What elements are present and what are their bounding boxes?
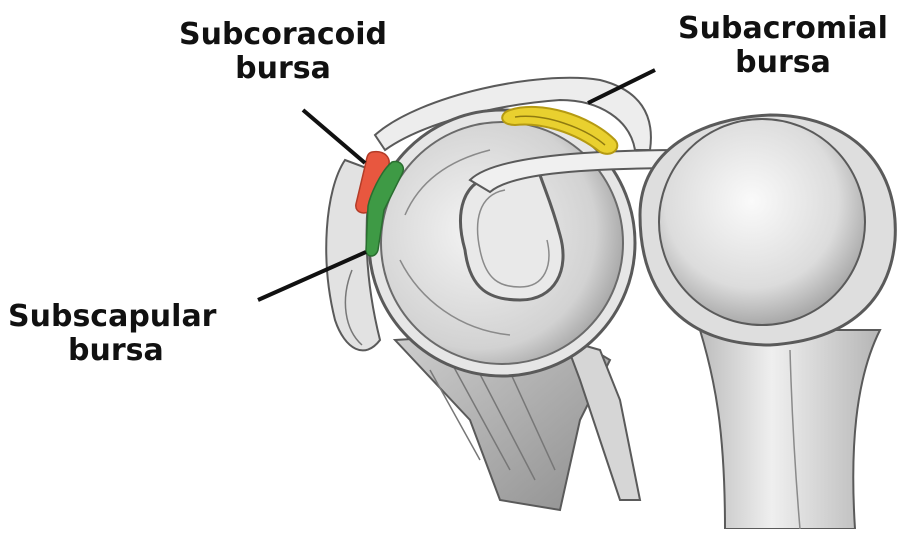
- humeral-head: [640, 115, 895, 345]
- subcoracoid-label-line2: bursa: [168, 52, 398, 86]
- glenoid-labrum: [461, 175, 563, 300]
- subacromial-label-line2: bursa: [668, 46, 898, 80]
- subacromial-bursa-label: Subacromial bursa: [668, 12, 898, 80]
- subscapular-label-line1: Subscapular: [8, 300, 258, 334]
- subcoracoid-leader-line: [303, 110, 365, 163]
- subacromial-label-line1: Subacromial: [668, 12, 898, 46]
- subscapular-label-line2: bursa: [8, 334, 258, 368]
- subcoracoid-label-line1: Subcoracoid: [168, 18, 398, 52]
- humerus-shaft: [700, 330, 880, 529]
- subscapular-bursa-label: Subscapular bursa: [8, 300, 258, 368]
- subcoracoid-bursa-label: Subcoracoid bursa: [168, 18, 398, 86]
